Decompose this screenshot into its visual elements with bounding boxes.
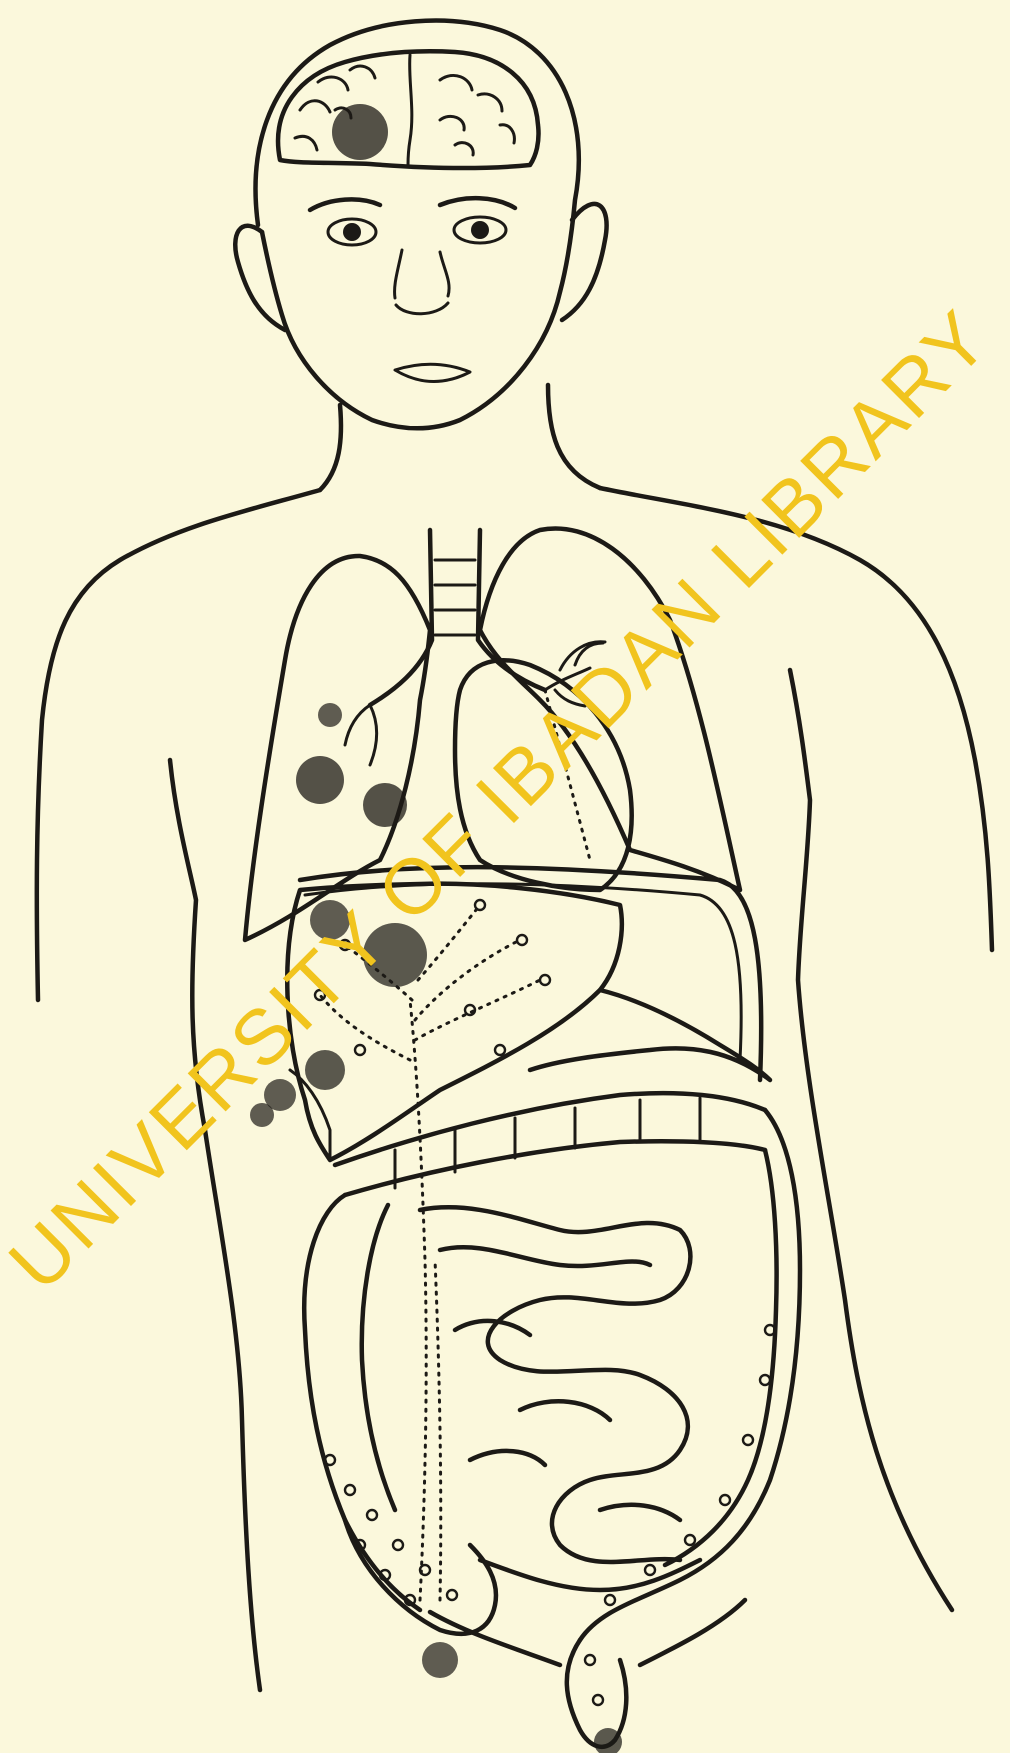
stomach bbox=[530, 990, 770, 1080]
left-pupil bbox=[343, 223, 361, 241]
library-watermark: UNIVERSITY OF IBADAN LIBRARY bbox=[0, 292, 1006, 1307]
ascending-colon bbox=[304, 1195, 496, 1678]
colon-lesion-rings bbox=[325, 1455, 457, 1605]
face bbox=[310, 198, 515, 381]
small-intestine bbox=[420, 1207, 700, 1590]
transverse-colon bbox=[335, 1093, 765, 1195]
descending-colon bbox=[567, 1110, 800, 1753]
brain-lesion-cluster bbox=[332, 104, 388, 160]
appendix-lesion bbox=[422, 1642, 458, 1678]
body-outline bbox=[37, 21, 992, 1690]
lung-lesions bbox=[296, 703, 407, 827]
right-pupil bbox=[471, 221, 489, 239]
sigmoid-lesion-rings bbox=[585, 1325, 775, 1705]
brain bbox=[278, 51, 538, 168]
